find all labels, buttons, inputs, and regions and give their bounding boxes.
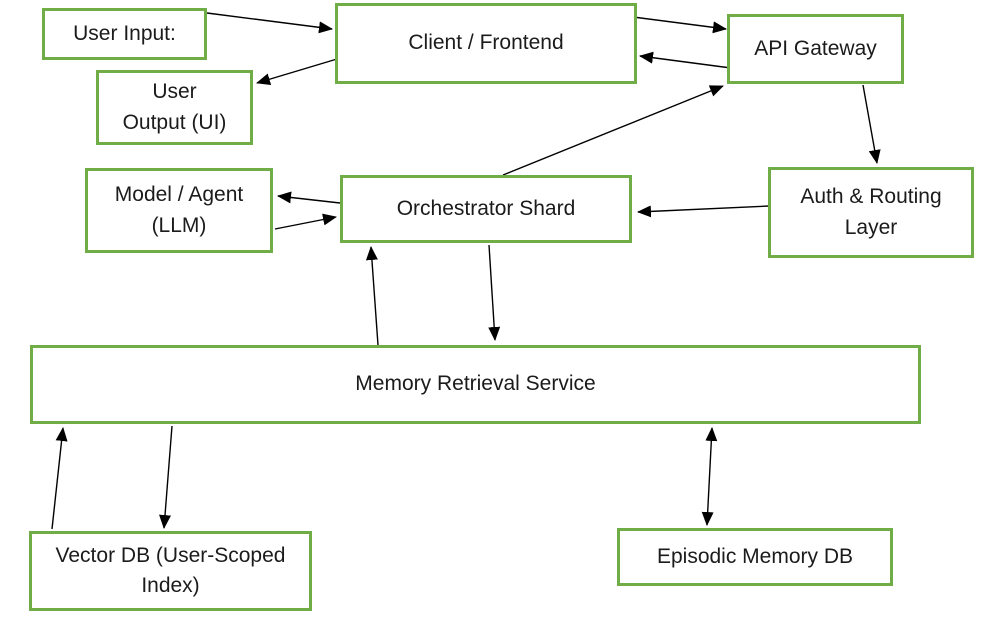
arrow-auth-to-orchestrator xyxy=(637,205,770,218)
arrow-memory-to-orchestrator xyxy=(365,246,379,346)
arrow-memory-episodic-bidirectional xyxy=(701,427,718,526)
arrow-client-to-api-gateway xyxy=(632,16,727,34)
node-client-frontend: Client / Frontend xyxy=(335,3,637,84)
node-orchestrator-shard: Orchestrator Shard xyxy=(340,175,632,243)
arrow-api-gateway-to-auth xyxy=(862,84,881,164)
arrow-api-gateway-to-client xyxy=(639,51,732,69)
arrow-vector-db-to-memory xyxy=(51,427,68,530)
node-episodic-memory-db: Episodic Memory DB xyxy=(617,528,893,586)
arrow-user-input-to-client xyxy=(206,12,333,34)
node-model-agent-llm: Model / Agent (LLM) xyxy=(85,168,273,253)
node-auth-routing-layer: Auth & Routing Layer xyxy=(768,167,974,258)
node-user-output: User Output (UI) xyxy=(96,70,253,145)
arrow-model-to-orchestrator xyxy=(274,213,337,230)
node-api-gateway: API Gateway xyxy=(727,14,904,84)
node-vector-db: Vector DB (User-Scoped Index) xyxy=(29,531,312,611)
arrow-client-to-user-output xyxy=(256,58,338,86)
arrow-orchestrator-to-model xyxy=(277,191,341,204)
arrow-orchestrator-to-memory xyxy=(488,244,501,341)
node-user-input: User Input: xyxy=(42,8,207,60)
arrow-memory-to-vector-db xyxy=(159,425,173,529)
arrow-orchestrator-to-api-gateway xyxy=(502,85,724,176)
node-memory-retrieval-service: Memory Retrieval Service xyxy=(30,345,921,424)
